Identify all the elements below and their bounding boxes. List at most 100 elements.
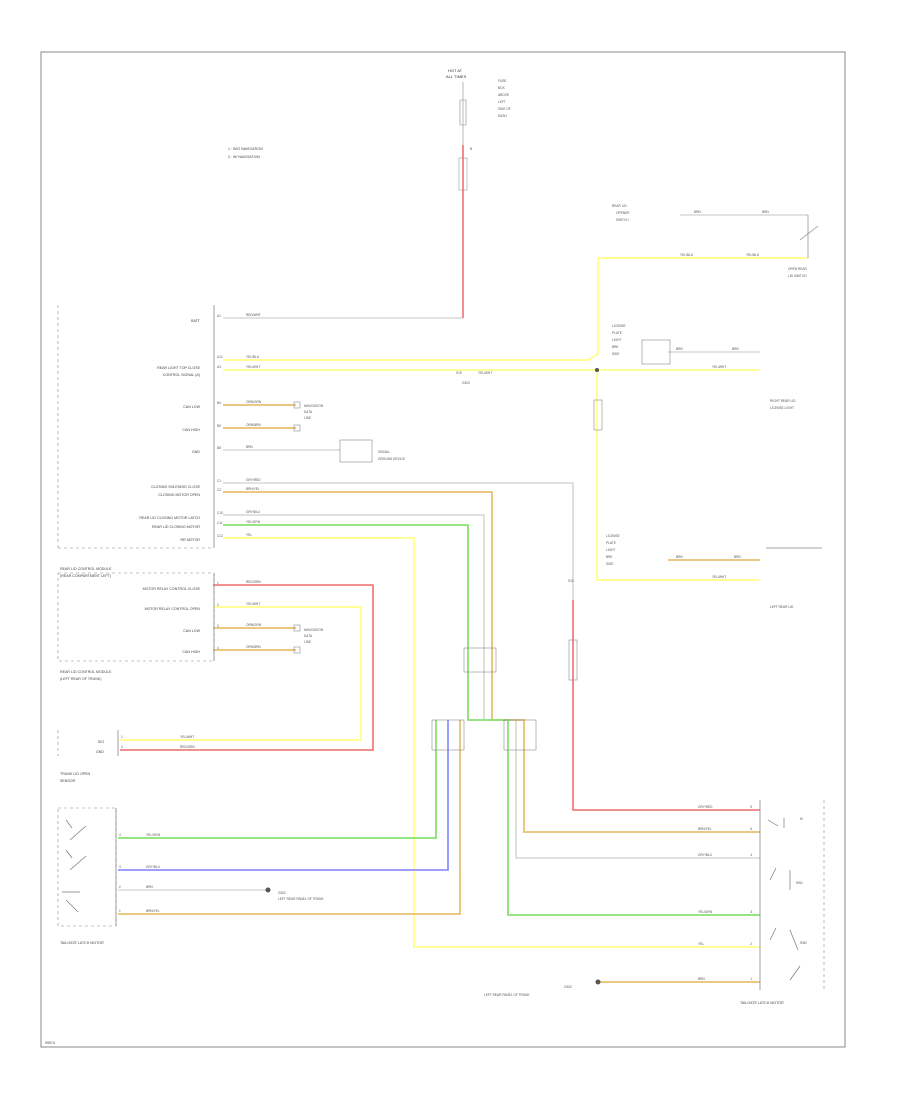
diagram-frame xyxy=(40,51,846,1048)
la-pin-3: 3 xyxy=(119,865,121,869)
rear-module-title-2: (REAR COMPARTMENT LEFT) xyxy=(60,574,111,578)
left-lamp-ref-4: BRK xyxy=(606,555,613,559)
pin-b8: B8 xyxy=(217,446,221,450)
wire-label-c12: YEL xyxy=(246,533,252,537)
left-lamp-wire-yelwht: YEL/WHT xyxy=(712,575,726,579)
fuse-title-2: ALL TIMES xyxy=(446,74,467,79)
fuse-side-3: ABOVE xyxy=(498,93,509,97)
ra-wire-5: YEL xyxy=(698,942,704,946)
la-pin-2: 2 xyxy=(119,885,121,889)
conn-canhigh-rear xyxy=(293,646,301,654)
la-pin-1: 1 xyxy=(119,909,121,913)
pin-c11: C11 xyxy=(217,521,223,525)
right-lamp-label-1: RIGHT REAR LID xyxy=(770,399,796,403)
la-pin-4: 4 xyxy=(119,833,121,837)
conn-stack-left xyxy=(431,719,465,751)
rear-pin-3: 3 xyxy=(217,624,219,628)
rear-switch-ref-2: LID SWITCH xyxy=(788,274,807,278)
fuse-side-1: FUSE xyxy=(498,79,507,83)
ra-ground-label-1: G302 xyxy=(564,985,572,989)
wire-yelblu-main xyxy=(223,257,808,361)
ra-ground-dot xyxy=(595,979,601,985)
la-wire-yelgrn: YEL/GRN xyxy=(146,833,161,837)
wire-label-b5: ORN/BRN xyxy=(246,423,261,427)
rear-switch-wire-yelblu2: YEL/BLU xyxy=(746,253,760,257)
trunk-pin-label-2: GND xyxy=(96,750,104,754)
conn-red-stack xyxy=(568,639,578,681)
rear-wire-2: YEL/WHT xyxy=(246,602,260,606)
right-lamp-wire-brn: BRN xyxy=(676,347,683,351)
fuse-side-5: SIDE OF xyxy=(498,107,511,111)
conn-canlow-center xyxy=(293,401,301,409)
ra-wire-2: BRN/YEL xyxy=(698,827,712,831)
ra-sw-label-m: M xyxy=(800,817,803,821)
rear-pin-1: 1 xyxy=(217,581,219,585)
wire-c11-yelgrn xyxy=(223,524,760,916)
fuse-icon xyxy=(459,99,467,126)
conn-stack-mid xyxy=(463,647,497,673)
fuse-block: HOT AT ALL TIMES FUSE BOX ABOVE LEFT SID… xyxy=(446,68,511,191)
pin-label-rlt: REAR LIGHT TOP CLOSE xyxy=(157,366,200,370)
wire-label-c11: YEL/GRN xyxy=(246,520,261,524)
rear-module-bottom-1: REAR LID CONTROL MODULE xyxy=(60,670,112,674)
fuse-connector xyxy=(458,157,468,191)
rear-wire-4: ORN/BRN xyxy=(246,645,261,649)
ra-wire-4: YEL/GRN xyxy=(698,910,713,914)
ra-pin-3: 3 xyxy=(750,910,752,914)
la-ground-label-2: LEFT REAR PANEL OF TRUNK xyxy=(278,897,324,901)
wire-la-yelgrn xyxy=(118,720,437,839)
wire-splice-vertical xyxy=(596,370,760,581)
wire-c1-red xyxy=(572,600,760,811)
right-lamp-ref-1: LICENSE xyxy=(612,324,626,328)
rear-switch-label-3: SWITCH xyxy=(616,218,629,222)
rear-switch-label-2: OPENER xyxy=(616,211,630,215)
wire-rear-red xyxy=(120,584,374,751)
pin-label-c2: CLOSING MOTOR OPEN xyxy=(158,493,200,497)
ra-sw-label-1: SW1 xyxy=(796,881,803,885)
center-can-note-3: LINE xyxy=(304,416,311,420)
rear-wire-1: RED/GRN xyxy=(246,580,261,584)
trunk-pin-label-1: SIG xyxy=(98,740,104,744)
trunk-wire-1: YEL/WHT xyxy=(180,735,194,739)
wire-rear-yelwht xyxy=(120,606,362,741)
wire-la-brnyel xyxy=(118,720,461,915)
fuse-side-4: LEFT xyxy=(498,100,506,104)
center-can-note-1: NAVIGATION xyxy=(304,404,324,408)
rear-pin-label-1: MOTOR RELAY CONTROL CLOSE xyxy=(143,587,201,591)
diagram-code: 99574 xyxy=(45,1041,55,1045)
wire-label-c10: GRY/BLU xyxy=(246,510,261,514)
left-actuator-box xyxy=(57,807,117,927)
la-ground-dot xyxy=(265,887,271,893)
la-ground-label-1: G302 xyxy=(278,891,286,895)
trunk-sensor: SIG GND 1 2 YEL/WHT RED/GRN TRUNK LID OP… xyxy=(57,730,195,783)
center-module: BATT A1 RED/WHT REAR LIGHT TOP CLOSE CON… xyxy=(57,305,599,549)
pin-c2: C2 xyxy=(217,488,221,492)
rear-can-note-3: LINE xyxy=(304,640,311,644)
left-lamp-ref-5: SIDE xyxy=(606,562,613,566)
rear-switch-label-1: REAR LID xyxy=(612,204,627,208)
wire-label-a12: YEL/BLU xyxy=(246,355,260,359)
right-lamp-label-2: LICENSE LIGHT xyxy=(770,406,794,410)
right-lamp-box xyxy=(641,339,671,365)
ra-wire-1: GRY/RED xyxy=(698,805,713,809)
rear-wire-3: ORN/GRN xyxy=(246,623,262,627)
fuse-side-2: BOX xyxy=(498,86,506,90)
pin-a12: A12 xyxy=(217,355,223,359)
pin-label-c12: RR MOTOR xyxy=(181,538,201,542)
right-lamp-ref-3: LIGHT xyxy=(612,338,621,342)
right-lamp-wire-brn2: BRN xyxy=(732,347,739,351)
rear-module-title-1: REAR LID CONTROL MODULE xyxy=(60,567,112,571)
fuse-side-6: DASH xyxy=(498,114,508,118)
left-actuator-switch-icons xyxy=(62,819,87,913)
rear-pin-4: 4 xyxy=(217,646,219,650)
ra-pin-4: 4 xyxy=(750,853,752,857)
pin-label-gnd: GND xyxy=(192,450,200,454)
rear-switch-ref-1: OPEN REAR xyxy=(788,267,807,271)
pin-label-canhigh: CAN HIGH xyxy=(182,428,200,432)
left-actuator-label: TAILGATE LATCH MOTOR xyxy=(60,941,104,945)
left-lamp-ref-2: PLATE xyxy=(606,541,616,545)
left-splice-ref: S19 xyxy=(568,579,574,583)
left-actuator: 4 3 2 1 YEL/GRN GRY/BLU BRN BRN/YEL G302… xyxy=(57,807,324,945)
ra-wire-6: BRN xyxy=(698,977,705,981)
